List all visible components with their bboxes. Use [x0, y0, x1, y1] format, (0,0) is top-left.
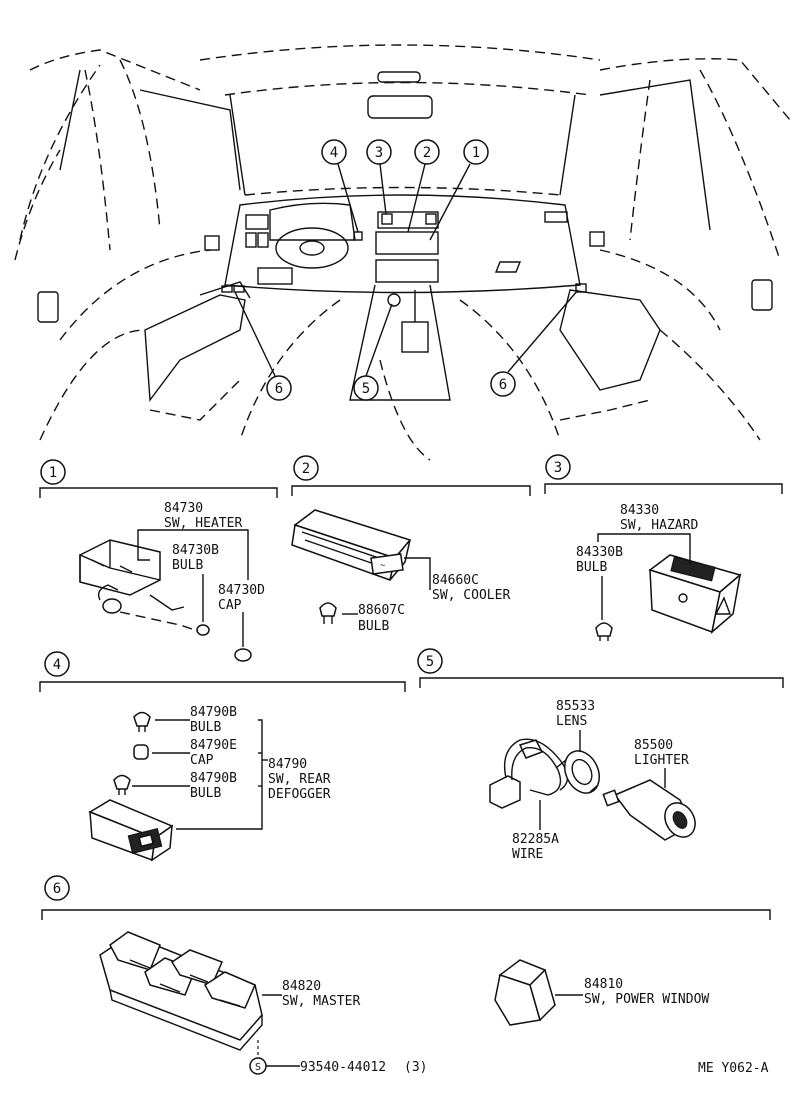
svg-text:SW, HEATER: SW, HEATER	[164, 516, 242, 531]
group-1-heater-switch: 1 84730 SW, HEATER 84730B BULB 84730D CA…	[39, 459, 278, 662]
svg-text:2: 2	[302, 461, 310, 477]
group-6-power-window-switches: 6 S 84820 SW, MASTER 84810 SW, POWER WIN…	[41, 875, 771, 1075]
svg-text:SW, POWER WINDOW: SW, POWER WINDOW	[584, 992, 709, 1007]
svg-text:85533: 85533	[556, 699, 595, 714]
svg-text:(3): (3)	[404, 1060, 427, 1075]
svg-text:84820: 84820	[282, 979, 321, 994]
svg-text:84660C: 84660C	[432, 573, 479, 588]
overview-callout-3: 3	[366, 139, 392, 165]
svg-text:6: 6	[275, 381, 283, 397]
svg-text:WIRE: WIRE	[512, 847, 543, 862]
svg-text:LENS: LENS	[556, 714, 587, 729]
svg-text:4: 4	[53, 657, 61, 673]
svg-text:84730B: 84730B	[172, 543, 219, 558]
svg-text:1: 1	[472, 145, 480, 161]
callout-leaders	[234, 163, 579, 377]
group-5-cigarette-lighter: 5 85533 LENS 85500 LIGHTER 82285A WIRE	[417, 648, 784, 862]
svg-text:4: 4	[330, 145, 338, 161]
svg-text:84330B: 84330B	[576, 545, 623, 560]
overview-callout-6-right: 6	[490, 371, 516, 397]
svg-text:CAP: CAP	[190, 753, 214, 768]
svg-text:84790E: 84790E	[190, 738, 237, 753]
svg-text:85500: 85500	[634, 738, 673, 753]
svg-text:6: 6	[53, 881, 61, 897]
group-4-rear-defogger-switch: 4 84790B BULB 84790E CAP 84790B BULB 847…	[39, 651, 406, 862]
svg-text:84730: 84730	[164, 501, 203, 516]
svg-text:84790: 84790	[268, 757, 307, 772]
interior-overview	[14, 44, 791, 461]
svg-text:DEFOGGER: DEFOGGER	[268, 787, 331, 802]
figure-id: ME Y062-A	[698, 1061, 769, 1076]
svg-text:CAP: CAP	[218, 598, 242, 613]
overview-callout-1: 1	[463, 139, 489, 165]
svg-text:LIGHTER: LIGHTER	[634, 753, 689, 768]
svg-text:5: 5	[426, 654, 434, 670]
svg-text:~: ~	[380, 561, 386, 571]
svg-text:S: S	[255, 1062, 261, 1073]
svg-text:BULB: BULB	[358, 619, 389, 634]
overview-callout-5: 5	[353, 375, 379, 401]
svg-text:3: 3	[375, 145, 383, 161]
svg-text:2: 2	[423, 145, 431, 161]
svg-text:1: 1	[49, 465, 57, 481]
svg-text:BULB: BULB	[190, 786, 221, 801]
svg-text:SW, HAZARD: SW, HAZARD	[620, 518, 698, 533]
svg-text:BULB: BULB	[576, 560, 607, 575]
svg-text:BULB: BULB	[190, 720, 221, 735]
svg-text:SW, COOLER: SW, COOLER	[432, 588, 510, 603]
overview-callout-4: 4	[321, 139, 347, 165]
overview-callout-2: 2	[414, 139, 440, 165]
svg-text:84810: 84810	[584, 977, 623, 992]
svg-text:3: 3	[554, 460, 562, 476]
svg-text:SW, REAR: SW, REAR	[268, 772, 331, 787]
svg-text:84790B: 84790B	[190, 771, 237, 786]
svg-text:84790B: 84790B	[190, 705, 237, 720]
svg-text:82285A: 82285A	[512, 832, 559, 847]
svg-text:BULB: BULB	[172, 558, 203, 573]
svg-text:5: 5	[362, 381, 370, 397]
svg-text:84330: 84330	[620, 503, 659, 518]
group-3-hazard-switch: 3 84330 SW, HAZARD 84330B BULB	[544, 454, 783, 641]
overview-callout-6-left: 6	[266, 375, 292, 401]
svg-text:SW, MASTER: SW, MASTER	[282, 994, 360, 1009]
svg-text:93540-44012: 93540-44012	[300, 1060, 386, 1075]
svg-text:84730D: 84730D	[218, 583, 265, 598]
svg-text:6: 6	[499, 377, 507, 393]
group-2-cooler-switch: 2 ~ 84660C SW, COOLER 88607C BULB	[291, 455, 531, 634]
svg-text:88607C: 88607C	[358, 603, 405, 618]
